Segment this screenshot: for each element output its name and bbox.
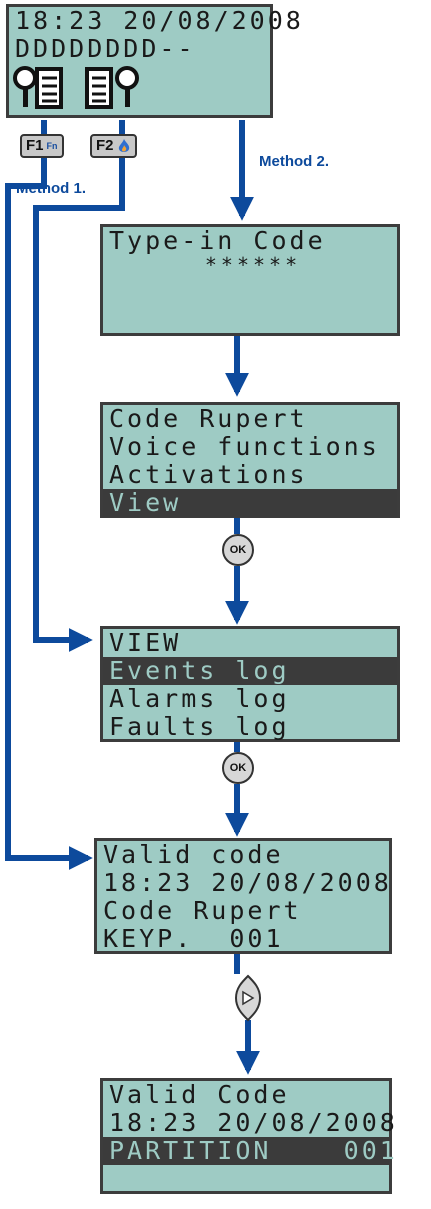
home-display-line-2: DDDDDDDD--	[15, 34, 196, 63]
ok-button[interactable]: OK	[222, 752, 254, 784]
detail-line-selected: PARTITION 001	[103, 1137, 395, 1165]
user-menu-item-selected[interactable]: View	[103, 489, 397, 517]
f2-key-label: F2	[96, 137, 114, 154]
user-menu-item[interactable]: Voice functions	[109, 432, 380, 461]
method-1-label: Method 1.	[16, 180, 86, 197]
detail-line	[103, 1165, 389, 1193]
detail-line: Valid Code	[109, 1080, 290, 1109]
code-entry-mask: ******	[204, 253, 302, 277]
view-menu-item[interactable]: Alarms log	[109, 684, 290, 713]
f2-key[interactable]: F2	[90, 134, 137, 158]
view-menu-item-selected[interactable]: Events log	[103, 657, 397, 685]
right-arrow-key-icon[interactable]	[232, 974, 264, 1022]
arrow-f1	[5, 120, 93, 870]
event-line: Code Rupert	[103, 896, 302, 925]
code-entry-display: Type-in Code ******	[100, 224, 400, 336]
view-menu-title: VIEW	[109, 628, 182, 657]
detail-line: 18:23 20/08/2008	[109, 1108, 398, 1137]
ok-button[interactable]: OK	[222, 534, 254, 566]
event-display: Valid code 18:23 20/08/2008 Code Rupert …	[94, 838, 392, 954]
home-display-line-1: 18:23 20/08/2008	[15, 6, 304, 35]
view-menu-item[interactable]: Faults log	[109, 712, 290, 741]
user-menu-display: Code Rupert Voice functions Activations …	[100, 402, 400, 518]
arrow-f2	[33, 120, 125, 652]
event-line: Valid code	[103, 840, 284, 869]
flame-icon	[118, 139, 129, 152]
method-2-label: Method 2.	[259, 153, 329, 170]
event-line: KEYP. 001	[103, 924, 284, 953]
code-entry-title: Type-in Code	[109, 226, 326, 255]
key-log-icon	[13, 66, 63, 109]
detail-display: Valid Code 18:23 20/08/2008 PARTITION 00…	[100, 1078, 398, 1194]
view-menu-display: VIEW Events log Alarms log Faults log	[100, 626, 400, 742]
event-line: 18:23 20/08/2008	[103, 868, 392, 897]
f1-key-label: F1	[26, 137, 44, 154]
user-menu-item[interactable]: Code Rupert	[109, 404, 308, 433]
f1-key[interactable]: F1 Fn	[20, 134, 64, 158]
home-display: 18:23 20/08/2008 DDDDDDDD--	[6, 4, 304, 118]
log-key-icon	[85, 66, 139, 109]
f1-key-sub: Fn	[46, 141, 58, 151]
user-menu-item[interactable]: Activations	[109, 460, 308, 489]
